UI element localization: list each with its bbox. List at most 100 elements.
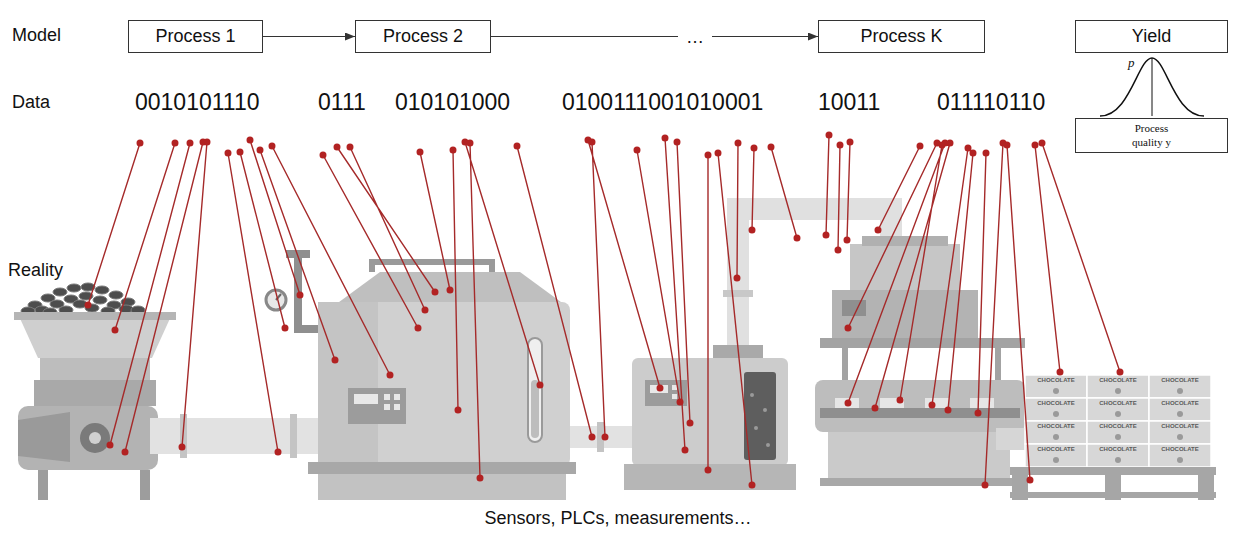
pallet-of-boxes	[1149, 444, 1211, 467]
flow-arrow	[263, 36, 355, 37]
box-icon	[1115, 388, 1121, 394]
mixing-tank	[308, 462, 576, 474]
product-label: CHOCOLATE	[1161, 423, 1199, 430]
moulding-machine	[842, 348, 848, 380]
process-box: Process 2	[355, 20, 491, 53]
pipe	[150, 418, 325, 454]
grinder-hopper	[18, 406, 158, 470]
product-label: CHOCOLATE	[1161, 377, 1199, 384]
bell-curve	[1152, 58, 1153, 116]
data-bits: 0100111001010001	[562, 89, 763, 115]
edge-label: …	[678, 26, 712, 47]
box-icon	[1115, 411, 1121, 417]
moulding-machine	[842, 300, 866, 316]
pallet-of-boxes	[1010, 375, 1216, 500]
box-icon	[1053, 411, 1059, 417]
bell-curve	[1100, 58, 1204, 116]
sensor-dot	[88, 135, 1120, 485]
node-text: Yield	[1132, 26, 1171, 48]
pallet-of-boxes	[1087, 421, 1149, 444]
conching-machine	[754, 426, 758, 430]
grinder-hopper	[140, 470, 150, 500]
grinder-hopper	[38, 470, 48, 500]
quality-box: Process quality y	[1075, 118, 1228, 153]
pallet-of-boxes	[1087, 375, 1149, 398]
box-icon	[1115, 457, 1121, 463]
pipe	[150, 414, 325, 458]
mixing-tank	[318, 302, 378, 467]
cocoa-beans	[93, 296, 107, 304]
moulding-machine	[828, 432, 1010, 480]
caption-label: Sensors, PLCs, measurements…	[484, 508, 751, 529]
product-label: CHOCOLATE	[1099, 446, 1137, 453]
moulding-machine	[970, 398, 994, 408]
moulding-machine	[815, 236, 1030, 486]
pallet-of-boxes	[1087, 444, 1149, 467]
cocoa-beans	[109, 291, 123, 299]
row-label: Model	[12, 25, 61, 46]
product-label: CHOCOLATE	[1099, 377, 1137, 384]
pallet-of-boxes	[1025, 398, 1087, 421]
pallet-of-boxes	[1149, 398, 1211, 421]
grinder-hopper	[40, 358, 150, 380]
process-box: Process 1	[128, 20, 263, 53]
cocoa-beans	[67, 284, 81, 292]
mixing-tank	[318, 302, 570, 467]
product-label: CHOCOLATE	[1037, 377, 1075, 384]
conching-machine	[672, 394, 677, 399]
moulding-machine	[925, 398, 949, 408]
box-icon	[1177, 388, 1183, 394]
box-icon	[1053, 457, 1059, 463]
grinder-hopper	[18, 412, 70, 462]
pallet-of-boxes	[1025, 375, 1087, 398]
product-label: CHOCOLATE	[1099, 423, 1137, 430]
pallet-of-boxes	[1025, 444, 1087, 467]
pallet-of-boxes	[1149, 375, 1211, 398]
grinder-hopper	[80, 423, 110, 453]
product-label: CHOCOLATE	[1099, 400, 1137, 407]
moulding-machine	[820, 408, 1020, 418]
mixing-tank	[318, 474, 566, 500]
pallet-of-boxes	[1025, 421, 1087, 444]
mixing-tank	[394, 404, 400, 410]
mixing-tank	[531, 380, 539, 438]
moulding-machine	[995, 348, 1001, 380]
mixing-tank	[384, 404, 390, 410]
moulding-machine	[820, 338, 1025, 348]
box-icon	[1177, 434, 1183, 440]
bell-curve	[1100, 58, 1204, 116]
conching-machine	[766, 443, 770, 447]
cocoa-beans	[53, 288, 67, 296]
mixing-tank	[266, 250, 576, 500]
yield-box: Yield	[1075, 20, 1228, 53]
grinder-hopper	[14, 312, 176, 320]
data-bits: 10011	[818, 89, 880, 115]
conching-machine	[723, 290, 753, 297]
moulding-machine	[820, 478, 1020, 486]
node-text: Process 1	[155, 26, 235, 48]
node-text: Process K	[860, 26, 942, 48]
sensor-leader-lines	[88, 135, 1120, 485]
grinder-hopper	[18, 314, 172, 358]
data-bits: 0010101110	[135, 89, 260, 115]
node-text: Process quality y	[1124, 122, 1179, 148]
product-label: CHOCOLATE	[1161, 400, 1199, 407]
pipe	[290, 414, 297, 458]
pallet-of-boxes	[1087, 398, 1149, 421]
conching-machine	[763, 408, 767, 412]
row-label: Reality	[8, 260, 63, 281]
conching-machine	[672, 385, 677, 390]
pallet-of-boxes	[1010, 492, 1216, 498]
mixing-tank	[348, 388, 406, 424]
axis-label: p	[1128, 56, 1135, 71]
conching-machine	[750, 393, 754, 397]
box-icon	[1115, 434, 1121, 440]
grinder-hopper	[14, 283, 176, 500]
data-bits: 010101000	[395, 89, 510, 115]
grinder-hopper	[89, 432, 101, 444]
product-label: CHOCOLATE	[1037, 400, 1075, 407]
box-icon	[1177, 411, 1183, 417]
